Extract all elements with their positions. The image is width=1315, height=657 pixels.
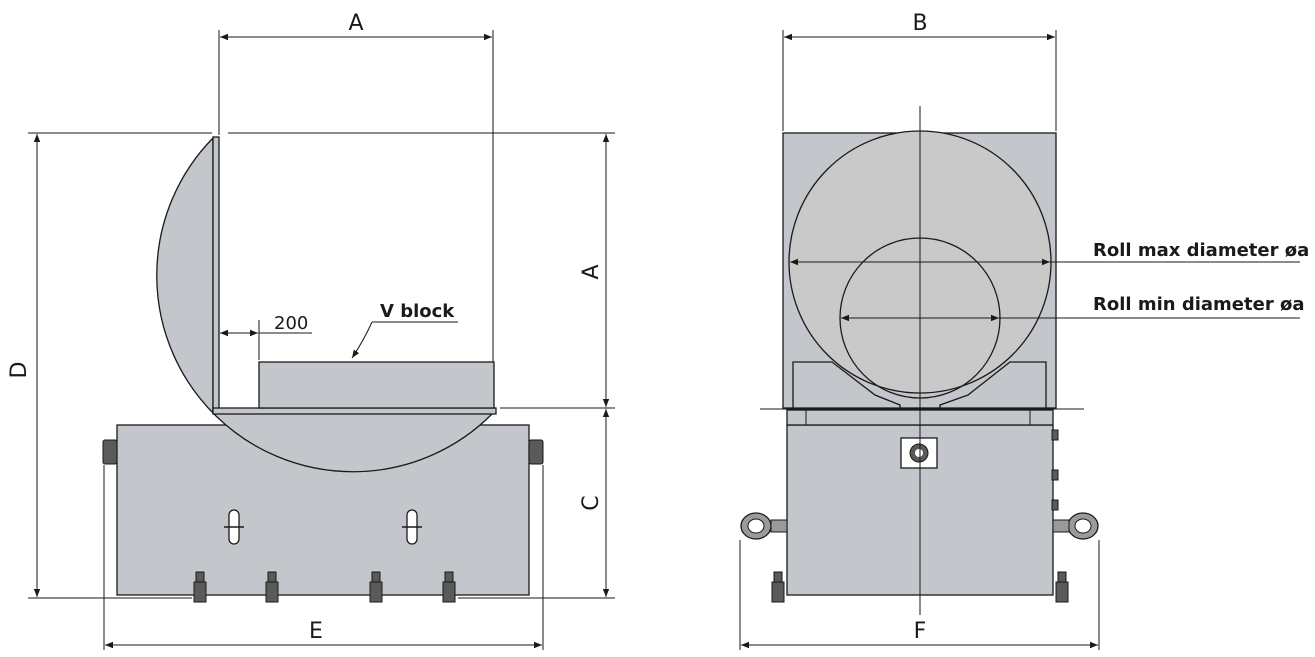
cradle-supports (792, 361, 901, 409)
tilting-plate (156, 136, 495, 473)
vertical-plate (212, 136, 220, 414)
dim-200: 200 (274, 313, 308, 334)
dim-f: F (914, 619, 927, 644)
side-view: A D A C E 200 V block (7, 11, 615, 650)
v-block (258, 361, 495, 409)
slot-handle-left (224, 509, 244, 545)
roll-min-label: Roll min diameter øa (1093, 294, 1304, 315)
roll-max-label: Roll max diameter øa (1093, 240, 1309, 261)
eye-bolt-right (1052, 512, 1099, 540)
slot-handle-right (402, 509, 422, 545)
right-lug (528, 439, 544, 465)
left-lug (102, 439, 118, 465)
bottom-plate (212, 407, 497, 415)
dim-d: D (7, 362, 32, 379)
connector-box (900, 437, 938, 469)
dim-a-top: A (348, 11, 363, 36)
v-block-label: V block (380, 301, 455, 322)
dim-e: E (309, 619, 323, 644)
front-view: B F Roll max diameter øa Roll min diamet… (739, 11, 1309, 650)
dim-b: B (912, 11, 927, 36)
dim-a-side: A (579, 264, 604, 279)
eye-bolt-left (740, 512, 788, 540)
dim-c: C (579, 495, 604, 510)
feet (193, 571, 456, 603)
